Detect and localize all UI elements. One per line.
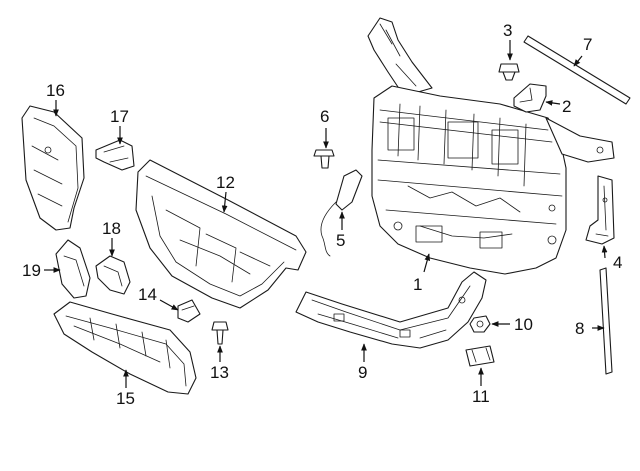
part-14-clip xyxy=(177,299,201,323)
callout-14: 14 xyxy=(138,285,157,304)
callout-17: 17 xyxy=(110,107,129,126)
callout-11: 11 xyxy=(472,387,490,406)
callout-7: 7 xyxy=(583,35,592,54)
callout-18: 18 xyxy=(102,219,121,238)
part-1-support-carrier xyxy=(367,17,615,275)
callout-labels: 1 2 3 4 5 6 7 8 9 10 11 12 13 14 15 16 1… xyxy=(22,21,622,408)
callout-10: 10 xyxy=(514,315,533,334)
part-2-bracket xyxy=(513,83,547,113)
part-3-clip xyxy=(498,63,520,81)
callout-1: 1 xyxy=(413,275,422,294)
callout-13: 13 xyxy=(210,363,229,382)
part-16-side-duct xyxy=(21,105,85,231)
callout-9: 9 xyxy=(358,363,367,382)
callout-19: 19 xyxy=(22,261,41,280)
part-8-vertical-seal xyxy=(599,267,613,375)
part-13-bolt xyxy=(211,321,229,345)
part-9-lower-bracket xyxy=(295,271,487,349)
callout-2: 2 xyxy=(562,97,571,116)
callout-3: 3 xyxy=(503,21,512,40)
part-10-bolt xyxy=(469,315,491,333)
part-12-upper-frame xyxy=(135,159,307,309)
part-19-deflector xyxy=(55,239,91,299)
callout-6: 6 xyxy=(320,107,329,126)
callout-5: 5 xyxy=(336,231,345,250)
callout-15: 15 xyxy=(116,389,135,408)
part-6-bolt xyxy=(313,149,335,169)
part-18-deflector xyxy=(95,255,131,295)
leaders xyxy=(44,40,608,388)
part-17-bracket xyxy=(95,139,135,171)
callout-4: 4 xyxy=(613,253,622,272)
callout-8: 8 xyxy=(575,319,584,338)
part-7-seal-strip xyxy=(523,35,631,105)
part-5-cable xyxy=(320,169,363,257)
part-4-side-bracket xyxy=(585,175,615,245)
part-15-lower-duct xyxy=(53,301,197,395)
part-11-nut-clip xyxy=(465,345,495,367)
callout-12: 12 xyxy=(216,173,235,192)
callout-16: 16 xyxy=(46,81,65,100)
